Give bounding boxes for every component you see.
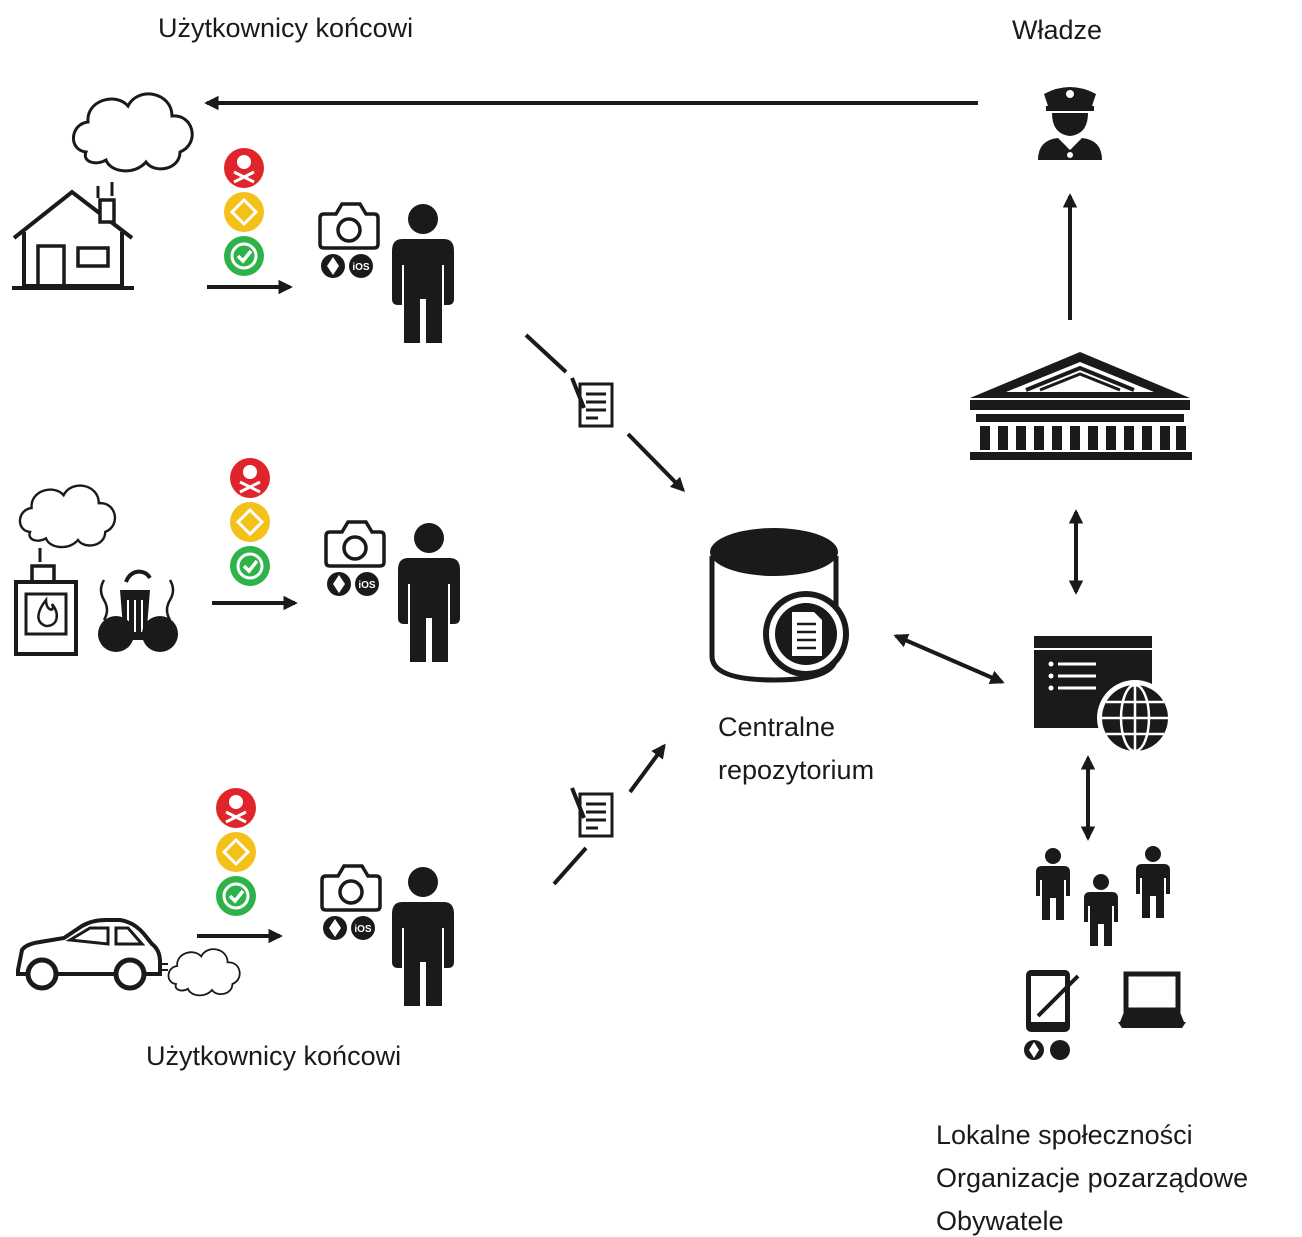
government-building-icon [970, 352, 1192, 460]
web-portal-icon [1034, 636, 1173, 756]
report-document-icon [570, 786, 614, 838]
person-icon [392, 867, 454, 1006]
camera-app-icon [318, 202, 380, 280]
upper-report-arrow [626, 432, 686, 493]
camera-app-icon [320, 864, 382, 942]
repository-portal-arrow [893, 633, 1005, 685]
community-label-line2: Organizacje pozarządowe [936, 1163, 1249, 1193]
database-icon [709, 528, 849, 683]
repository-label-line1: Centralne [718, 712, 836, 742]
community-label-line1: Lokalne społeczności [936, 1120, 1193, 1150]
person-icon [392, 204, 454, 343]
citizens-group-icon [1036, 846, 1170, 946]
stove-waste-icon [14, 484, 178, 656]
end-users-bottom-label: Użytkownicy końcowi [146, 1041, 402, 1071]
person-icon [398, 523, 460, 662]
laptop-icon [1118, 971, 1186, 1028]
car-exhaust-icon [16, 918, 241, 997]
tablet-icon [1024, 970, 1080, 1060]
traffic-light-icon [228, 456, 272, 588]
end-users-top-label: Użytkownicy końcowi [158, 13, 414, 43]
community-label: Lokalne społeczności Organizacje pozarzą… [936, 1114, 1248, 1237]
house-smoke-icon [12, 92, 194, 290]
traffic-light-icon [214, 786, 258, 918]
repository-label: Centralne repozytorium [718, 706, 874, 792]
traffic-light-icon [222, 146, 266, 278]
report-document-icon [570, 376, 614, 428]
lower-report-arrow [628, 743, 666, 794]
upper-report-line [524, 333, 568, 374]
police-officer-icon [1038, 87, 1102, 160]
camera-app-icon [324, 520, 386, 598]
community-label-line3: Obywatele [936, 1206, 1064, 1236]
authorities-label: Władze [1012, 15, 1103, 45]
lower-report-line [552, 846, 588, 886]
repository-label-line2: repozytorium [718, 755, 875, 785]
